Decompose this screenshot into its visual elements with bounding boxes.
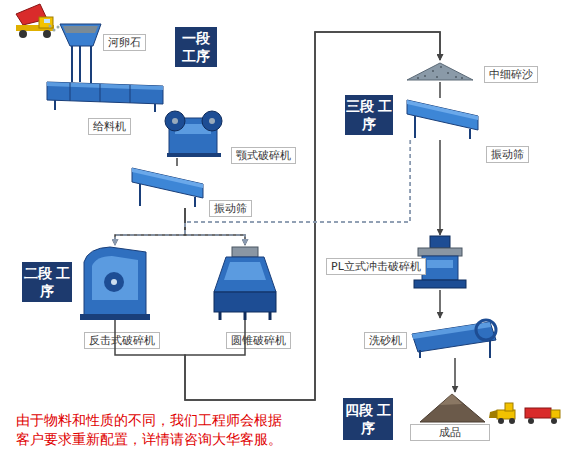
vibrating-screen bbox=[407, 100, 478, 139]
flow-connector bbox=[439, 140, 441, 235]
equipment-label: 反击式破碎机 bbox=[84, 332, 160, 349]
equipment-node: PL立式冲击破碎机 bbox=[412, 235, 468, 290]
equipment-node: 反击式破碎机 bbox=[80, 245, 150, 320]
equipment-label: 洗砂机 bbox=[364, 332, 407, 349]
feeder bbox=[47, 82, 163, 112]
stage-label: 二段 工序 bbox=[22, 264, 72, 300]
equipment-node: 河卵石 bbox=[58, 22, 103, 57]
return-connector bbox=[115, 140, 410, 245]
equipment-label: 振动筛 bbox=[209, 200, 252, 217]
note-text: 客户要求重新配置，详情请咨询大华客服。 bbox=[16, 430, 282, 448]
flow-connector bbox=[185, 32, 440, 400]
sand-pile bbox=[407, 63, 473, 80]
stage-box: 三段 工序 bbox=[345, 95, 393, 135]
jaw-crusher bbox=[165, 111, 222, 157]
flow-connector bbox=[176, 158, 178, 166]
return-connector bbox=[185, 140, 410, 245]
flow-connector bbox=[115, 208, 185, 245]
product-pile bbox=[420, 394, 485, 422]
equipment-node: 振动筛 bbox=[130, 166, 205, 208]
equipment-label: 圆锥破碎机 bbox=[226, 332, 291, 349]
hopper bbox=[60, 24, 101, 83]
stage-box: 一段 工序 bbox=[175, 27, 217, 67]
stage-box: 四段 工序 bbox=[343, 398, 393, 440]
flow-connector bbox=[439, 290, 441, 318]
loader-truck bbox=[489, 403, 560, 424]
equipment-label: 振动筛 bbox=[486, 146, 529, 163]
stage-label: 四段 工序 bbox=[343, 401, 393, 437]
equipment-label: 颚式破碎机 bbox=[231, 147, 296, 164]
equipment-node: 圆锥破碎机 bbox=[210, 245, 280, 320]
impact-crusher bbox=[80, 247, 150, 320]
equipment-node: 洗砂机 bbox=[410, 318, 500, 358]
equipment-label: PL立式冲击破碎机 bbox=[326, 258, 426, 275]
cone-crusher bbox=[214, 247, 276, 320]
flow-connector bbox=[185, 208, 245, 245]
flow-connector bbox=[454, 358, 456, 392]
equipment-node: 给料机 bbox=[45, 80, 165, 110]
equipment-label: 中细碎沙 bbox=[484, 66, 538, 83]
stage-label: 三段 工序 bbox=[345, 97, 393, 133]
dump-truck bbox=[16, 4, 60, 38]
equipment-node: 颚式破碎机 bbox=[165, 108, 225, 158]
stage-box: 二段 工序 bbox=[22, 262, 72, 302]
equipment-label: 给料机 bbox=[88, 118, 131, 135]
equipment-node: 振动筛 bbox=[405, 98, 480, 140]
flow-connector bbox=[115, 32, 440, 400]
flow-connector bbox=[439, 82, 441, 98]
equipment-label: 成品 bbox=[410, 424, 490, 441]
equipment-node: 中细碎沙 bbox=[405, 60, 475, 82]
stage-label: 一段 工序 bbox=[175, 29, 217, 65]
note-text: 由于物料和性质的不同，我们工程师会根据 bbox=[16, 411, 282, 429]
sand-washer bbox=[412, 320, 496, 358]
equipment-node: 成品 bbox=[420, 392, 485, 422]
vibrating-screen bbox=[132, 168, 203, 207]
equipment-label: 河卵石 bbox=[103, 34, 146, 51]
